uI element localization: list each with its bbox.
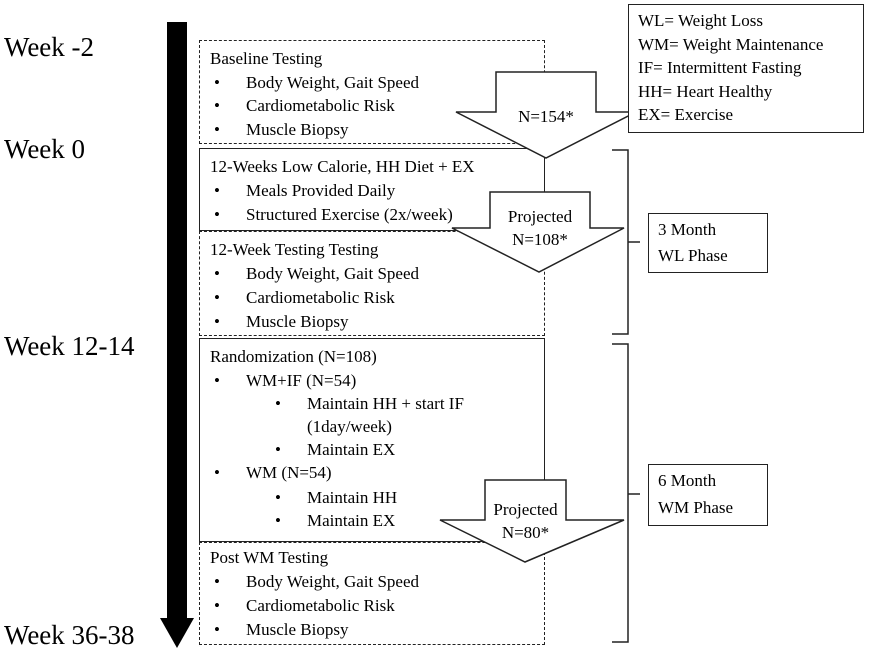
wm-item-2: Maintain EX	[275, 512, 395, 529]
week-label-0: Week 0	[4, 134, 86, 164]
randomization-box	[199, 338, 545, 542]
legend-box	[628, 4, 864, 133]
randomization-title: Randomization (N=108)	[210, 347, 377, 366]
flow-arrow-1-label: N=154*	[518, 107, 574, 126]
week-label-36-38: Week 36-38	[4, 620, 135, 650]
wl-phase-bracket	[612, 149, 640, 335]
legend-item-wm: WM= Weight Maintenance	[638, 35, 824, 54]
wm-group-label: WM (N=54)	[214, 464, 331, 481]
week12-testing-item-2: Cardiometabolic Risk	[214, 289, 395, 306]
wm-phase-box	[648, 464, 768, 526]
post-wm-item-2: Cardiometabolic Risk	[214, 597, 395, 614]
diet-box	[199, 148, 545, 231]
baseline-item-1: Body Weight, Gait Speed	[214, 74, 419, 91]
wm-phase-line1: 6 Month	[658, 471, 717, 490]
week-label-minus2: Week -2	[4, 32, 95, 62]
wl-phase-line1: 3 Month	[658, 220, 717, 239]
timeline-arrow-head	[160, 618, 194, 648]
wm-phase-bracket	[612, 343, 640, 643]
diet-item-2: Structured Exercise (2x/week)	[214, 206, 453, 223]
diet-title: 12-Weeks Low Calorie, HH Diet + EX	[210, 157, 475, 176]
post-wm-title: Post WM Testing	[210, 548, 329, 567]
legend-item-ex: EX= Exercise	[638, 105, 734, 124]
legend-item-hh: HH= Heart Healthy	[638, 82, 773, 101]
diet-item-1: Meals Provided Daily	[214, 182, 395, 199]
week12-testing-box	[199, 231, 545, 336]
wm-if-item-1-cont: (1day/week)	[307, 417, 392, 436]
timeline-arrow-shaft	[167, 22, 187, 620]
baseline-item-3: Muscle Biopsy	[214, 121, 349, 138]
baseline-title: Baseline Testing	[210, 49, 323, 68]
post-wm-item-1: Body Weight, Gait Speed	[214, 573, 419, 590]
legend-item-wl: WL= Weight Loss	[638, 11, 764, 30]
wl-phase-line2: WL Phase	[658, 246, 728, 265]
post-wm-testing-box	[199, 542, 545, 645]
week-label-12-14: Week 12-14	[4, 331, 135, 361]
wm-phase-line2: WM Phase	[658, 498, 734, 517]
flow-arrow-3-label-line2: N=80*	[501, 523, 550, 542]
wm-if-item-2: Maintain EX	[275, 441, 395, 458]
post-wm-item-3: Muscle Biopsy	[214, 621, 349, 638]
wm-item-1: Maintain HH	[275, 489, 397, 506]
flow-arrow-2-label-line2: N=108*	[512, 230, 568, 249]
flow-arrow-2-label-line1: Projected	[507, 207, 573, 226]
wl-phase-box	[648, 213, 768, 273]
week12-testing-item-3: Muscle Biopsy	[214, 313, 349, 330]
baseline-item-2: Cardiometabolic Risk	[214, 97, 395, 114]
legend-item-if: IF= Intermittent Fasting	[638, 58, 802, 77]
wm-if-group-label: WM+IF (N=54)	[214, 372, 356, 389]
week12-testing-item-1: Body Weight, Gait Speed	[214, 265, 419, 282]
wm-if-item-1: Maintain HH + start IF	[275, 395, 464, 412]
flow-arrow-3-label-line1: Projected	[493, 500, 558, 519]
week12-testing-title: 12-Week Testing Testing	[210, 240, 379, 259]
